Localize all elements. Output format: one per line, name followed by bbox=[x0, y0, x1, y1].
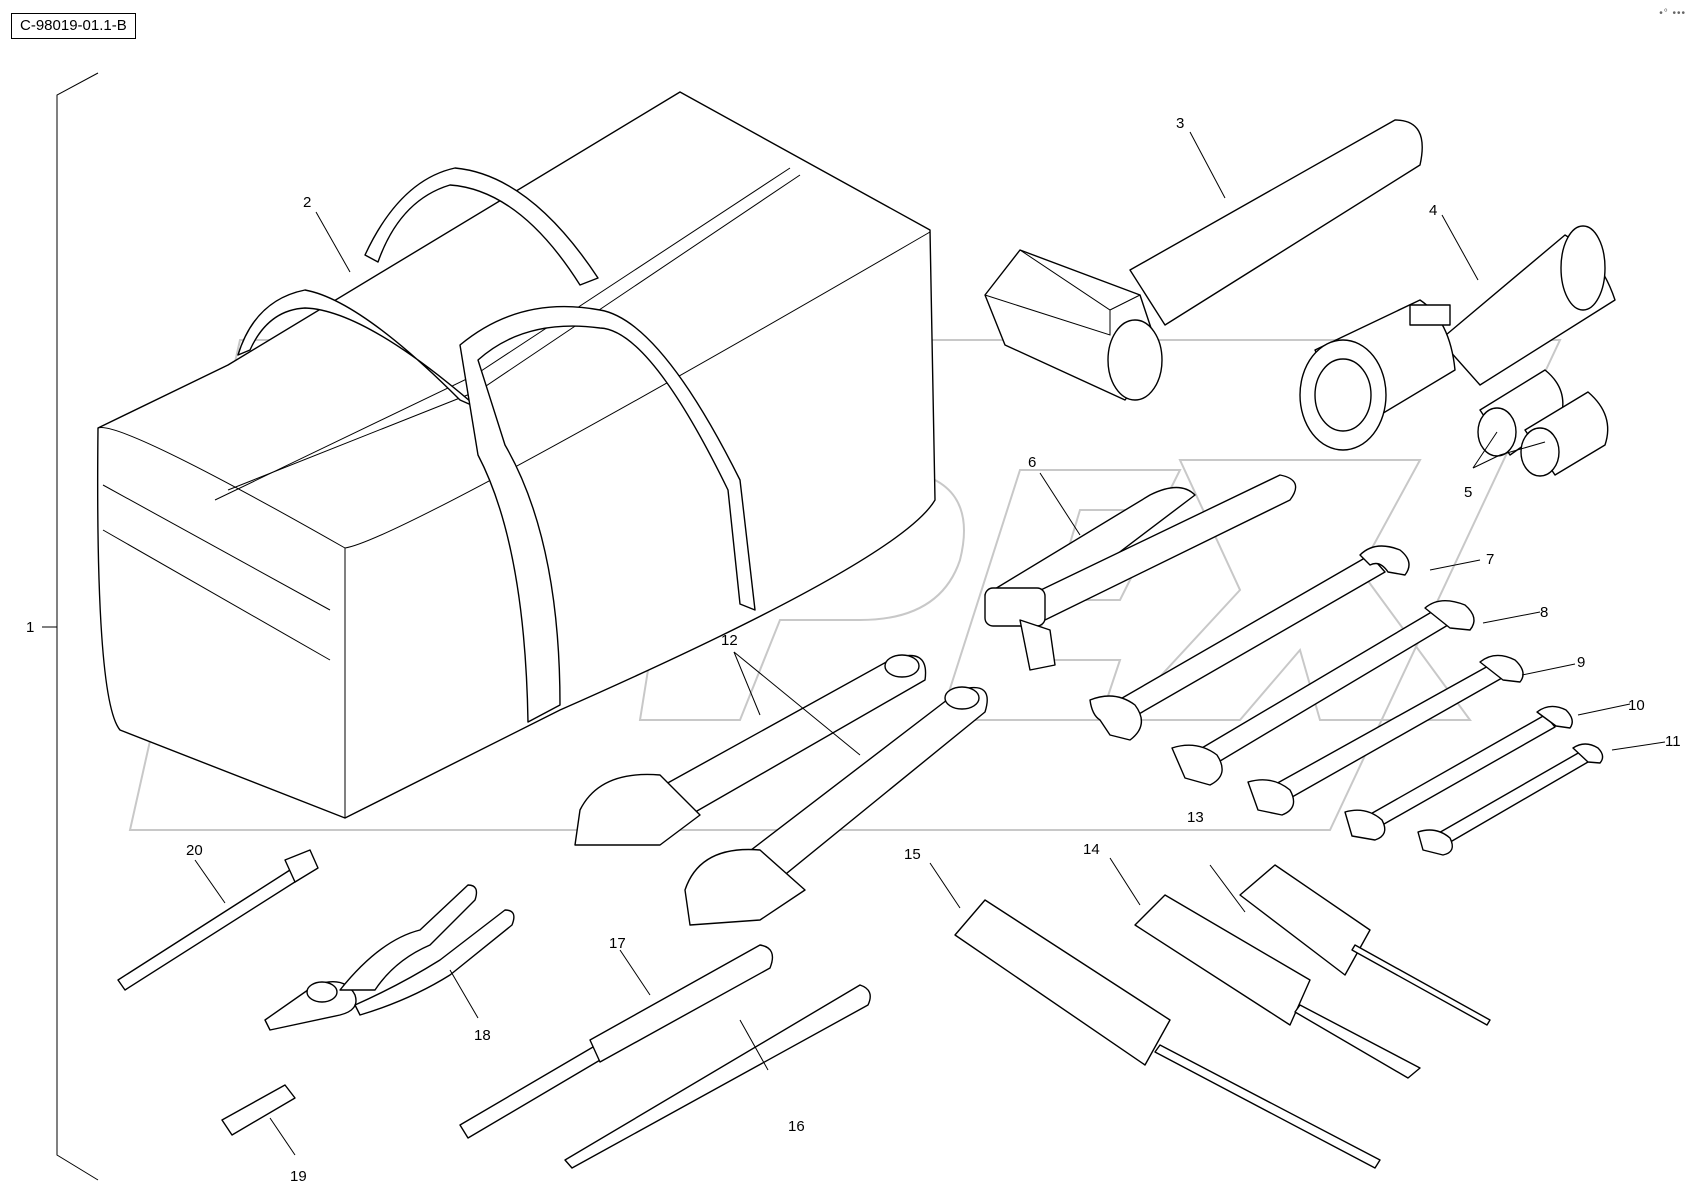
punch bbox=[459, 944, 774, 1139]
adjustable-wrench-lower bbox=[684, 686, 988, 926]
chisel bbox=[564, 984, 871, 1169]
open-wrench-11 bbox=[1417, 743, 1604, 856]
screwdriver-14 bbox=[1134, 894, 1421, 1079]
adjustable-wrench-upper bbox=[574, 654, 927, 846]
open-wrench-7 bbox=[1089, 545, 1410, 741]
callout-leaders bbox=[194, 131, 1666, 1156]
tool-bag bbox=[96, 91, 936, 819]
callout-10: 10 bbox=[1628, 697, 1645, 714]
callout-labels: 1 2 3 4 5 6 7 8 9 10 11 12 13 14 15 16 1… bbox=[26, 115, 1681, 1185]
hammer bbox=[984, 119, 1423, 401]
callout-7: 7 bbox=[1486, 551, 1494, 568]
pliers bbox=[264, 884, 515, 1031]
open-wrench-8 bbox=[1171, 600, 1475, 786]
callout-12: 12 bbox=[721, 632, 738, 649]
callout-1: 1 bbox=[26, 619, 34, 636]
callout-3: 3 bbox=[1176, 115, 1184, 132]
callout-16: 16 bbox=[788, 1118, 805, 1135]
callout-11: 11 bbox=[1665, 733, 1681, 750]
callout-5: 5 bbox=[1464, 484, 1472, 501]
drawing-reference: C-98019-01.1-B bbox=[11, 13, 136, 39]
sockets bbox=[1477, 369, 1609, 477]
open-wrench-10 bbox=[1344, 705, 1573, 841]
open-wrench-9 bbox=[1247, 654, 1524, 816]
filter-wrench bbox=[984, 474, 1297, 671]
corner-mark: •° ••• bbox=[1659, 8, 1686, 19]
callout-19: 19 bbox=[290, 1168, 307, 1185]
screwdriver-13 bbox=[1239, 864, 1491, 1026]
screwdriver-15 bbox=[954, 899, 1381, 1169]
callout-17: 17 bbox=[609, 935, 626, 952]
callout-15: 15 bbox=[904, 846, 921, 863]
callout-8: 8 bbox=[1540, 604, 1548, 621]
callout-2: 2 bbox=[303, 194, 311, 211]
spark-plug-tool bbox=[117, 849, 319, 991]
callout-20: 20 bbox=[186, 842, 203, 859]
tool-kit-bracket bbox=[42, 72, 99, 1181]
callout-4: 4 bbox=[1429, 202, 1437, 219]
callout-9: 9 bbox=[1577, 654, 1585, 671]
callout-18: 18 bbox=[474, 1027, 491, 1044]
callout-6: 6 bbox=[1028, 454, 1036, 471]
fuse-puller bbox=[221, 1084, 296, 1136]
socket-handle bbox=[1299, 225, 1616, 451]
callout-14: 14 bbox=[1083, 841, 1100, 858]
callout-13: 13 bbox=[1187, 809, 1204, 826]
